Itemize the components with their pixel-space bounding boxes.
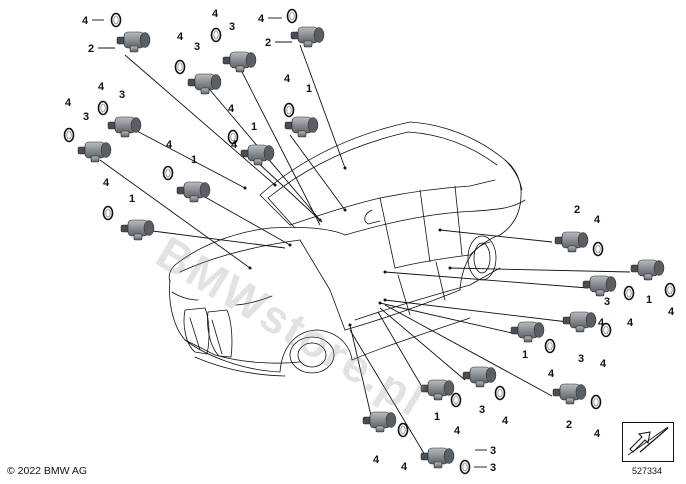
callout-label[interactable]: 4 [594,214,601,226]
callout-label[interactable]: 4 [82,15,89,27]
callout-label[interactable]: 4 [212,8,219,20]
callout-label[interactable]: 1 [251,121,257,133]
callout-label[interactable]: 4 [166,139,173,151]
callout-label[interactable]: 4 [284,73,291,85]
callout-label[interactable]: 4 [177,31,184,43]
callout-label[interactable]: 4 [600,358,607,370]
callout-label[interactable]: 1 [434,411,440,423]
ring-part-4[interactable] [664,282,676,298]
callout-label[interactable]: 1 [191,154,197,166]
sensor-part-1-rear-b[interactable] [510,321,545,343]
callout-label[interactable]: 1 [522,349,528,361]
sensor-part-3-rear-b[interactable] [562,311,597,333]
sensor-part-3-front-c[interactable] [107,116,142,138]
ring-part-4[interactable] [162,165,174,181]
sensor-part-1-front-d[interactable] [120,219,155,241]
ring-part-4[interactable] [63,127,75,143]
ring-part-4[interactable] [494,385,506,401]
callout-label[interactable]: 3 [490,445,496,457]
ring-part-4[interactable] [450,392,462,408]
sensor-part-3-front-b[interactable] [187,73,222,95]
sensor-part-2-side[interactable] [552,383,587,405]
ring-part-4[interactable] [110,12,122,28]
ring-part-4[interactable] [459,459,471,475]
sensor-part-1-rear-a[interactable] [630,259,665,281]
callout-label[interactable]: 3 [578,353,584,365]
diagram-number: 527334 [632,466,663,476]
callout-label[interactable]: 3 [194,41,200,53]
callout-label[interactable]: 4 [98,81,105,93]
sensor-part-2-front-right[interactable] [290,26,325,48]
sensor-part-1-front-b[interactable] [240,144,275,166]
ring-part-4[interactable] [590,394,602,410]
car-outline [168,121,526,377]
callout-label[interactable]: 3 [604,296,610,308]
callout-label[interactable]: 2 [88,43,94,55]
arrow-view-indicator-icon [627,426,669,456]
callout-label[interactable]: 4 [231,139,238,151]
callout-label[interactable]: 4 [548,368,555,380]
ring-part-4[interactable] [592,241,604,257]
callout-label[interactable]: 2 [265,37,271,49]
callout-label[interactable]: 3 [83,111,89,123]
ring-part-4[interactable] [544,338,556,354]
callout-label[interactable]: 1 [129,193,135,205]
sensor-part-2-front-left[interactable] [116,31,151,53]
ring-part-4[interactable] [286,8,298,24]
sensor-part-3-front-d[interactable] [77,141,112,163]
sensor-part-1-front-c[interactable] [176,181,211,203]
callout-label[interactable]: 3 [490,462,496,474]
callout-label[interactable]: 4 [668,306,675,318]
ring-part-4[interactable] [102,205,114,221]
sensor-part-3-front-a[interactable] [222,51,257,73]
sensor-part-2-rear[interactable] [554,231,589,253]
callout-label[interactable]: 1 [306,83,312,95]
sensor-part-3-side-a[interactable] [462,366,497,388]
copyright-text: © 2022 BMW AG [7,465,88,477]
ring-part-4[interactable] [210,27,222,43]
callout-labels: 4 2 4 3 4 2 4 3 4 4 1 4 3 3 4 4 1 4 1 4 … [65,8,675,474]
sensor-part-3-rear-a[interactable] [582,275,617,297]
ring-part-4[interactable] [174,59,186,75]
callout-label[interactable]: 4 [65,97,72,109]
sensor-part-1-front-a[interactable] [284,116,319,138]
callout-label[interactable]: 4 [454,425,461,437]
ring-part-4[interactable] [283,102,295,118]
callout-label[interactable]: 4 [627,317,634,329]
ring-part-4[interactable] [623,285,635,301]
callout-label[interactable]: 4 [103,177,110,189]
callout-label[interactable]: 2 [566,419,572,431]
callout-label[interactable]: 3 [229,21,235,33]
callout-label[interactable]: 3 [479,404,485,416]
callout-label[interactable]: 1 [646,294,652,306]
callout-label[interactable]: 4 [594,428,601,440]
callout-label[interactable]: 2 [574,204,580,216]
callout-label[interactable]: 4 [373,454,380,466]
callout-label[interactable]: 4 [228,103,235,115]
view-indicator-box [622,422,674,462]
sensor-part-3-side-b[interactable] [420,447,455,469]
callout-label[interactable]: 4 [258,13,265,25]
ring-part-4[interactable] [97,100,109,116]
callout-label[interactable]: 4 [598,317,605,329]
callout-label[interactable]: 4 [401,461,408,473]
callout-label[interactable]: 4 [502,415,509,427]
callout-label[interactable]: 3 [119,89,125,101]
